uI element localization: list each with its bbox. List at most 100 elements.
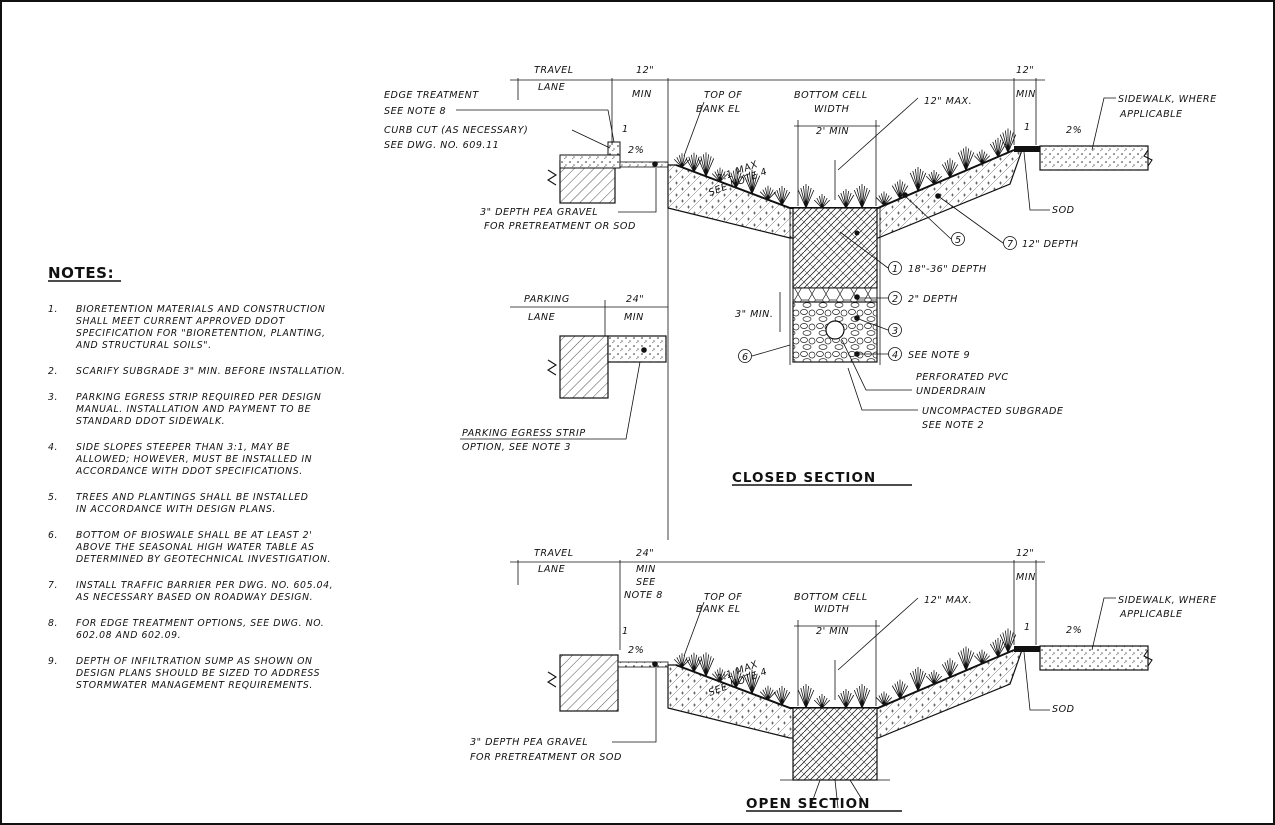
closed-underdrain-pipe (825, 320, 845, 340)
open-curb-block (559, 654, 619, 712)
grass-tuft (759, 685, 777, 700)
grass-tuft (673, 653, 691, 668)
grass-tuft (989, 137, 1007, 158)
grass-tuft (973, 649, 991, 664)
open-dim-note8: NOTE 8 (624, 590, 663, 601)
grass-tuft (891, 679, 909, 699)
note-line: ALLOWED; HOWEVER, MUST BE INSTALLED IN (75, 454, 312, 465)
open-bank-el: BANK EL (696, 604, 741, 615)
closed-slope-ratio-right: 1 (1024, 122, 1031, 133)
open-bioretention-media (792, 707, 878, 781)
closed-pea-gravel-dot (652, 161, 658, 167)
closed-bottom-cell-label: BOTTOM CELL (794, 90, 868, 101)
closed-section-drawing: TRAVEL LANE 12" MIN 12" MIN EDGE TREATME… (384, 65, 1217, 540)
grass-tuft (759, 185, 777, 200)
closed-callouts: 5 7 12" DEPTH 1 18"-36" DEPTH 2 2" DEPTH… (738, 192, 1078, 363)
note-number: 6. (48, 530, 58, 541)
note-line: STANDARD DDOT SIDEWALK. (76, 416, 225, 427)
closed-dim-12-right: 12" (1016, 65, 1034, 76)
grass-tuft (909, 666, 927, 692)
callout-6 (738, 349, 752, 363)
open-dim-min: MIN (636, 564, 656, 575)
closed-section-title: CLOSED SECTION (732, 470, 876, 486)
note-line: AND STRUCTURAL SOILS". (75, 340, 212, 351)
closed-pretreatment-label: FOR PRETREATMENT OR SOD (484, 221, 636, 232)
parking-egress-note: OPTION, SEE NOTE 3 (462, 442, 571, 453)
note-number: 7. (48, 580, 58, 591)
callout-2 (888, 291, 902, 305)
closed-slope-right: 2% (1066, 125, 1082, 136)
open-width-label: WIDTH (814, 604, 849, 615)
note-line: TREES AND PLANTINGS SHALL BE INSTALLED (76, 492, 308, 503)
note-number: 4. (48, 442, 58, 453)
closed-sod-label: SOD (1052, 205, 1075, 216)
closed-slope-left: 2% (628, 145, 644, 156)
grass-tuft (941, 658, 959, 678)
closed-break-right (1143, 149, 1153, 167)
grass-tuft (989, 637, 1007, 658)
callout-7-text: 12" DEPTH (1022, 239, 1078, 250)
open-travel-lane-label-2: LANE (538, 564, 566, 575)
closed-sod-strip (1014, 146, 1040, 152)
svg-text:7: 7 (1007, 239, 1014, 250)
note-line: FOR EDGE TREATMENT OPTIONS, SEE DWG. NO. (76, 618, 324, 629)
edge-treatment-note: SEE NOTE 8 (384, 106, 446, 117)
note-line: ACCORDANCE WITH DDOT SPECIFICATIONS. (75, 466, 303, 477)
closed-bank-el: BANK EL (696, 104, 741, 115)
parking-egress-strip (607, 335, 667, 363)
note-line: STORMWATER MANAGEMENT REQUIREMENTS. (76, 680, 313, 691)
parking-lane-label-2: LANE (528, 312, 556, 323)
grass-tuft (797, 684, 815, 709)
open-dim-see: SEE (636, 577, 656, 588)
note-line: SHALL MEET CURRENT APPROVED DDOT (76, 316, 286, 327)
grass-tuft (999, 128, 1017, 153)
grass-tuft (891, 179, 909, 199)
note-number: 3. (48, 392, 58, 403)
closed-bioretention-media (792, 207, 878, 289)
parking-dim-min: MIN (624, 312, 644, 323)
grass-tuft (711, 667, 729, 682)
open-sidewalk (1039, 645, 1149, 671)
grass-tuft (743, 669, 761, 694)
open-plantings (673, 628, 1017, 709)
callout-4 (888, 347, 902, 361)
note-number: 9. (48, 656, 58, 667)
grass-tuft (957, 146, 975, 171)
closed-slope-ratio-left: 1 (622, 124, 629, 135)
note-number: 5. (48, 492, 58, 503)
note-line: DETERMINED BY GEOTECHNICAL INVESTIGATION… (76, 554, 331, 565)
open-2-min: 2' MIN (816, 626, 849, 637)
svg-text:3: 3 (892, 326, 899, 337)
closed-top-of-bank: TOP OF (704, 90, 742, 101)
open-applicable-label: APPLICABLE (1119, 609, 1183, 620)
callout-7 (1003, 236, 1017, 250)
perforated-pvc-label: PERFORATED PVC (916, 372, 1009, 383)
note-line: AS NECESSARY BASED ON ROADWAY DESIGN. (75, 592, 313, 603)
grass-tuft (797, 184, 815, 209)
open-top-of-bank: TOP OF (704, 592, 742, 603)
parking-curb-block (559, 335, 609, 399)
callout-3 (888, 323, 902, 337)
grass-tuft (853, 184, 871, 209)
closed-dim-12-right-min: MIN (1016, 89, 1036, 100)
open-pretreatment-label: FOR PRETREATMENT OR SOD (470, 752, 622, 763)
grass-tuft (773, 185, 791, 206)
grass-tuft (711, 167, 729, 182)
note-line: INSTALL TRAFFIC BARRIER PER DWG. NO. 605… (76, 580, 333, 591)
closed-plantings (673, 128, 1017, 209)
open-12-max: 12" MAX. (924, 595, 972, 606)
edge-treatment-label: EDGE TREATMENT (384, 90, 479, 101)
closed-3-min: 3" MIN. (735, 309, 773, 320)
closed-break-left (546, 169, 558, 186)
open-sod-strip (1014, 646, 1040, 652)
grass-tuft (837, 689, 855, 709)
note-line: DEPTH OF INFILTRATION SUMP AS SHOWN ON (76, 656, 313, 667)
notes-heading: NOTES: (48, 264, 114, 282)
notes-list: 1.BIORETENTION MATERIALS AND CONSTRUCTIO… (48, 304, 345, 691)
closed-pea-gravel-label: 3" DEPTH PEA GRAVEL (480, 207, 598, 218)
note-number: 2. (48, 366, 58, 377)
grass-tuft (727, 668, 745, 688)
open-section-drawing: TRAVEL LANE 24" MIN SEE NOTE 8 12" MIN T… (470, 548, 1217, 812)
callout-5 (951, 232, 965, 246)
